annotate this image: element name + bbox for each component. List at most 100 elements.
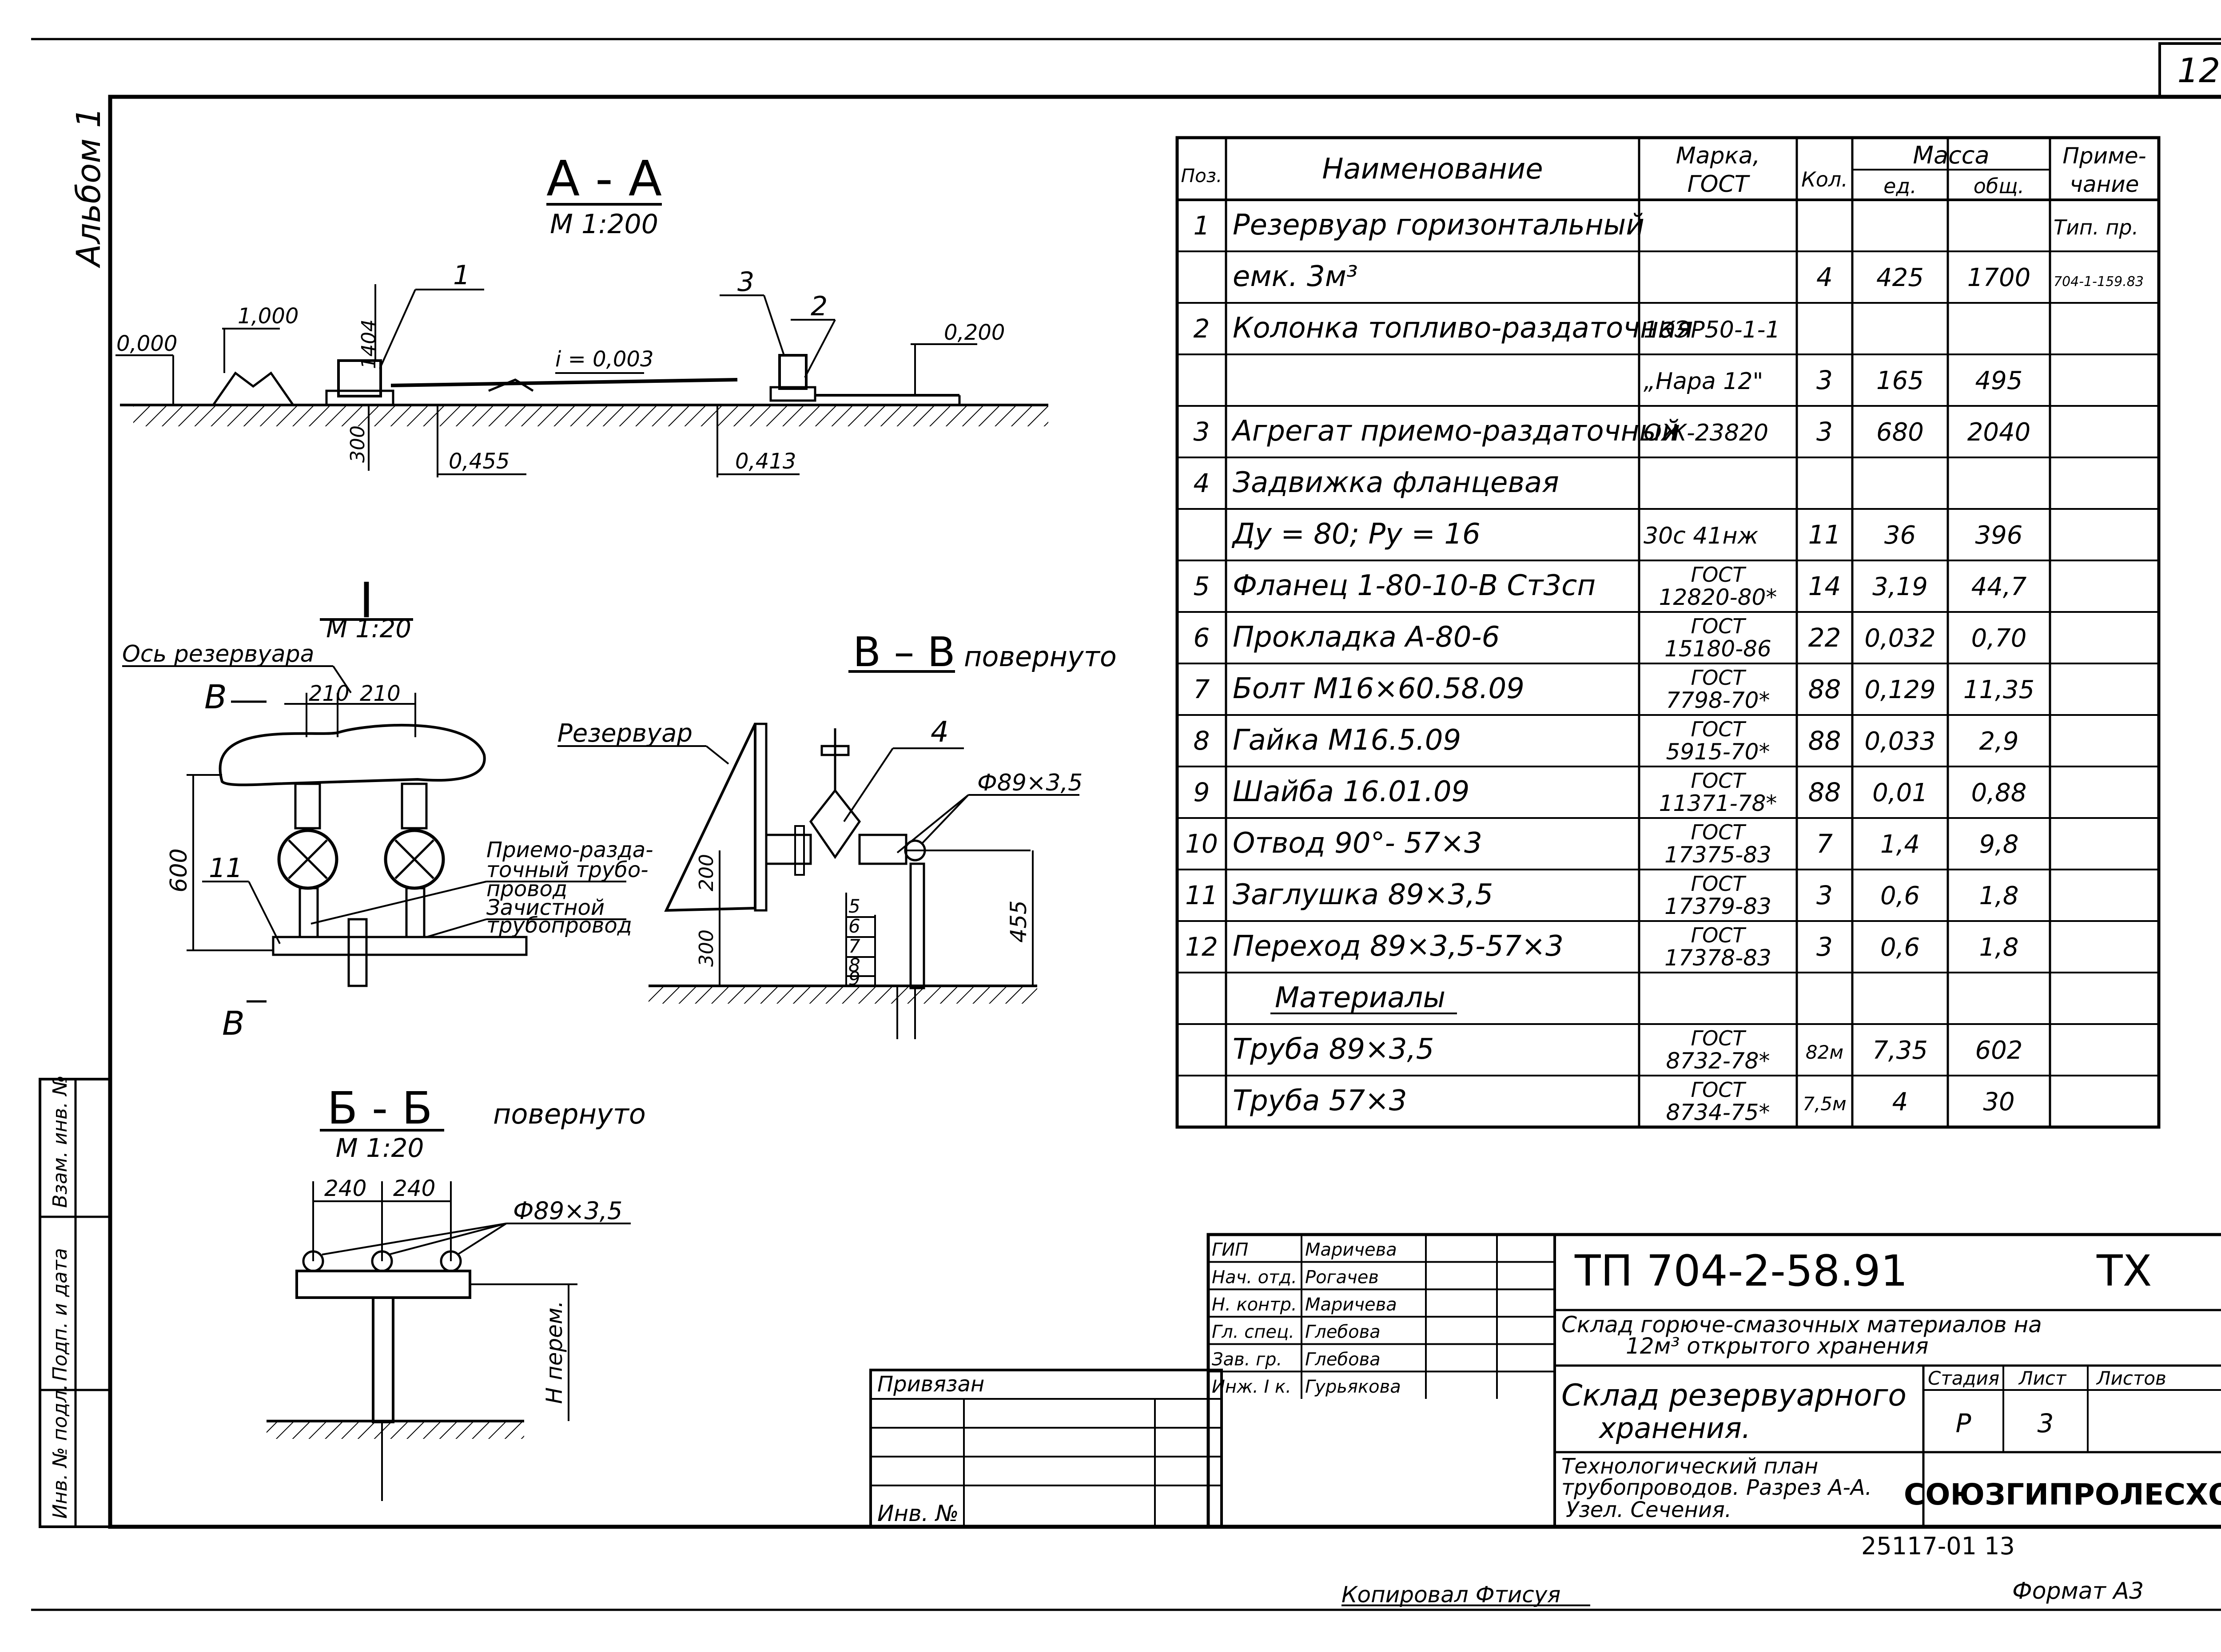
dim-210-left: 210: [309, 681, 350, 706]
signature-role: Нач. отд.: [1212, 1267, 1297, 1287]
cell-mass-unit: 4: [1892, 1088, 1908, 1116]
cell-mark-line-2: 5915-70*: [1666, 739, 1770, 765]
cell-mark-line-1: ГОСТ: [1691, 923, 1747, 947]
signature-name: Рогачев: [1305, 1267, 1379, 1287]
dim-1404: 1404: [358, 319, 380, 369]
cell-qty: 7,5м: [1803, 1093, 1846, 1115]
sheets-header: Листов: [2096, 1367, 2166, 1389]
cell-pos: 9: [1194, 777, 1210, 807]
cell-qty: 3: [1816, 417, 1833, 447]
stack-6: 6: [848, 915, 860, 937]
cell-mark-line-1: ГОСТ: [1691, 614, 1747, 638]
section-bb-scale: М 1:20: [336, 1133, 424, 1163]
cell-note: Тип. пр.: [2054, 215, 2138, 239]
stage-value: Р: [1956, 1408, 1971, 1438]
content-line-3: Узел. Сечения.: [1566, 1497, 1731, 1522]
pipe-label-4: Зачистной: [486, 895, 605, 920]
header-mass-unit: ед.: [1883, 174, 1917, 198]
stamp-cell-inventory: Инв. № подл.: [49, 1384, 72, 1519]
content-line-2: трубопроводов. Разрез А-А.: [1561, 1475, 1872, 1500]
cell-pos: 11: [1185, 880, 1218, 910]
album-label: Альбом 1: [70, 107, 108, 268]
signature-name: Маричева: [1305, 1295, 1397, 1315]
doc-code: ТП 704-2-58.91: [1574, 1246, 1908, 1296]
cell-mass-unit: 0,032: [1864, 624, 1935, 653]
header-mass-total: общ.: [1974, 174, 2024, 198]
organization: СОЮЗГИПРОЛЕСХОЗ: [1904, 1477, 2221, 1512]
cell-name: Гайка М16.5.09: [1233, 724, 1461, 757]
signature-role: Н. контр.: [1212, 1295, 1297, 1315]
header-mass: Масса: [1913, 141, 1989, 169]
stamp-cell-replace: Взам. инв. №: [49, 1075, 72, 1208]
cell-mass-total: 9,8: [1979, 830, 2018, 859]
cell-mark-line-1: ГОСТ: [1691, 563, 1747, 587]
inv-label: Инв. №: [877, 1501, 959, 1526]
header-mark-2: ГОСТ: [1688, 171, 1751, 198]
header-name: Наименование: [1322, 153, 1543, 186]
dispenser-unit: [778, 354, 808, 390]
cell-pos: 2: [1194, 314, 1210, 344]
dim-240-left: 240: [324, 1175, 366, 1201]
cell-mark-line-1: ГОСТ: [1691, 820, 1747, 844]
cell-name: Шайба 16.01.09: [1233, 775, 1469, 808]
archive-number: 25117-01 13: [1861, 1532, 2015, 1560]
cell-name: Фланец 1-80-10-В Ст3сп: [1233, 569, 1596, 602]
cell-qty: 3: [1816, 365, 1833, 395]
copied-by: Копировал Фтисуя: [1341, 1582, 1560, 1608]
cell-name: Прокладка А-80-6: [1233, 621, 1500, 654]
tank-shell: [219, 724, 486, 786]
node-i-scale: М 1:20: [326, 615, 411, 643]
header-mark-1: Марка,: [1676, 143, 1760, 169]
section-bb-subtitle: повернуто: [493, 1098, 646, 1130]
callout-i-11: 11: [209, 853, 243, 884]
binding-block: Привязан Инв. №: [869, 1369, 1223, 1528]
cell-mass-total: 0,88: [1971, 778, 2027, 807]
section-bb: Б - Б повернуто М 1:20 240 240 Ф89×3,5 Н…: [267, 1082, 646, 1501]
table-border: [1175, 136, 2161, 1129]
pipe-label-5: трубопровод: [486, 913, 632, 938]
dim-455: 455: [1006, 900, 1031, 942]
section-aa-title: А - А: [546, 150, 662, 207]
callout-aa-2: 2: [811, 291, 828, 322]
cell-mark-line-2: 17378-83: [1664, 945, 1771, 971]
signature-role: Зав. гр.: [1212, 1349, 1282, 1370]
cell-mass-unit: 165: [1876, 366, 1924, 395]
collector-pipe: [272, 936, 528, 956]
dim-240-right: 240: [393, 1175, 435, 1201]
cell-pos: 3: [1194, 417, 1210, 447]
cell-name: Переход 89×3,5-57×3: [1233, 930, 1564, 963]
cell-mark-line-2: 15180-86: [1664, 636, 1771, 662]
cell-mass-unit: 0,01: [1872, 778, 1928, 807]
callout-aa-3: 3: [737, 266, 754, 298]
section-vv-title: В – В: [853, 628, 955, 676]
cut-mark-top: В: [204, 678, 227, 716]
cell-mark-line-2: 17379-83: [1664, 894, 1771, 919]
object-line-1: Склад резервуарного: [1561, 1378, 1907, 1413]
soil-mound: [212, 371, 295, 406]
elev-one: 1,000: [238, 304, 299, 329]
cell-mass-total: 1700: [1967, 263, 2031, 292]
cell-name: емк. 3м³: [1233, 260, 1358, 293]
cell-mark-line-2: 8734-75*: [1666, 1100, 1770, 1125]
pipe-dim-vv: Ф89×3,5: [977, 770, 1083, 796]
cell-mark-line-1: ГОСТ: [1691, 769, 1747, 793]
signature-name: Глебова: [1305, 1322, 1381, 1342]
cell-name: Отвод 90°- 57×3: [1233, 827, 1482, 860]
cell-qty: 88: [1808, 777, 1841, 807]
cell-mark-line-2: 7798-70*: [1666, 687, 1770, 713]
cell-name: Труба 89×3,5: [1233, 1033, 1434, 1066]
cell-mark-line-1: ГОСТ: [1691, 666, 1747, 690]
signature-role: ГИП: [1212, 1240, 1248, 1260]
cell-name: Материалы: [1275, 981, 1445, 1014]
cell-mass-unit: 0,033: [1864, 727, 1935, 756]
stage-header: Стадия: [1928, 1367, 1999, 1389]
cell-qty: 4: [1816, 262, 1833, 292]
header-qty: Кол.: [1801, 167, 1848, 191]
section-vv-subtitle: повернуто: [964, 640, 1117, 673]
cell-pos: 5: [1194, 571, 1210, 601]
pipeline-aa: [390, 378, 738, 387]
section-bb-title: Б - Б: [327, 1082, 433, 1134]
height-label: Н перем.: [541, 1300, 567, 1404]
cell-mass-unit: 0,6: [1880, 933, 1920, 962]
